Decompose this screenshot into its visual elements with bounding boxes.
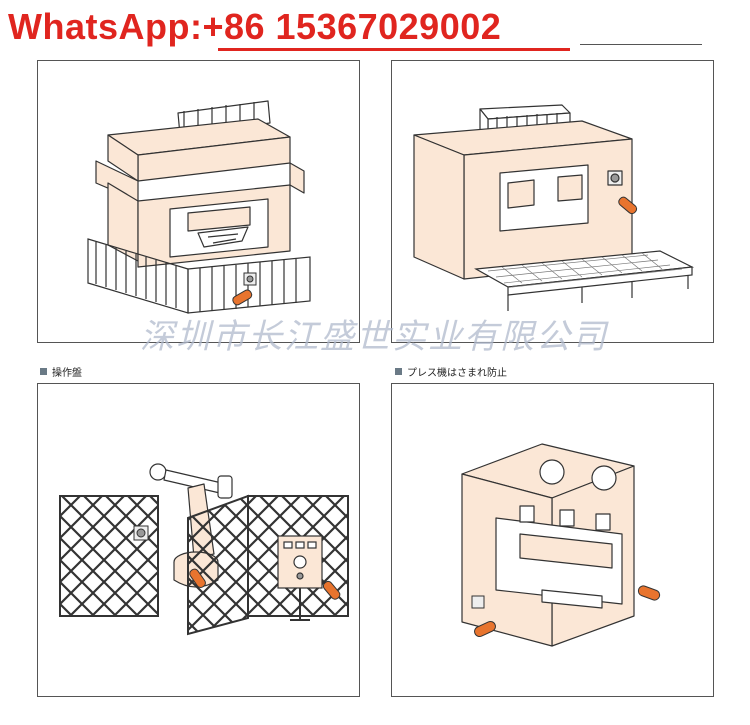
mesh-machine-illustration <box>413 104 695 311</box>
panel-press-machine <box>391 383 714 697</box>
door-switch-icon <box>189 568 341 600</box>
header-rule <box>580 44 702 45</box>
panel-mesh-machine <box>391 60 714 343</box>
watermark-text: 深圳市长江盛世实业有限公司 <box>140 317 608 357</box>
control-box-icon <box>277 535 323 621</box>
caption-press-pinch: プレス機はさまれ防止 <box>395 364 507 379</box>
whatsapp-contact[interactable]: WhatsApp:+86 15367029002 <box>8 6 502 47</box>
caption-operation-panel: 操作盤 <box>40 364 82 379</box>
robot-fence-illustration <box>59 463 349 636</box>
panel-machine-fence <box>37 60 360 343</box>
machine-fence-illustration <box>87 100 311 314</box>
caption-square-icon <box>40 368 47 375</box>
caption-label: プレス機はさまれ防止 <box>407 368 507 379</box>
header: WhatsApp:+86 15367029002 <box>0 0 750 58</box>
door-switch-icon <box>471 585 661 638</box>
press-machine-illustration <box>461 443 661 647</box>
door-switch-icon <box>232 272 257 306</box>
caption-square-icon <box>395 368 402 375</box>
door-switch-icon <box>618 196 638 215</box>
contact-underline <box>218 48 570 51</box>
caption-label: 操作盤 <box>52 368 82 379</box>
panel-operation-panel <box>37 383 360 697</box>
